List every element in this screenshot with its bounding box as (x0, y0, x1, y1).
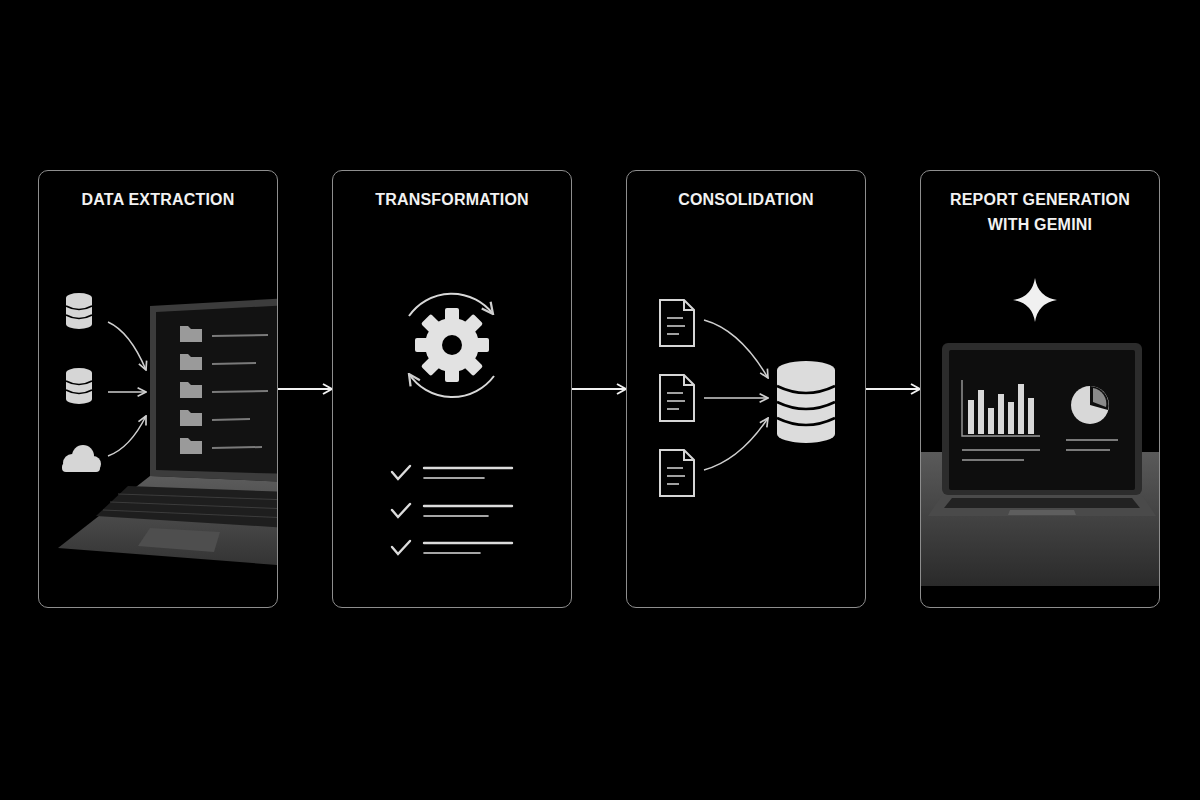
panel-heading: REPORT GENERATION WITH GEMINI (940, 187, 1140, 237)
laptop (928, 343, 1156, 516)
merge-arrows (704, 320, 768, 470)
stage-panel: REPORT GENERATION WITH GEMINI (920, 170, 1160, 608)
extraction-illustration (58, 293, 277, 566)
source-arrows (108, 322, 146, 456)
transformation-illustration (392, 294, 512, 554)
laptop (58, 298, 277, 566)
flow-arrow (866, 388, 920, 390)
panel-heading-group: DATA EXTRACTION (39, 171, 277, 212)
document-icons (660, 300, 694, 496)
panel-heading-group: CONSOLIDATION (627, 171, 865, 212)
consolidation-illustration (660, 300, 835, 496)
cloud-icon (62, 445, 101, 472)
flow-arrow (278, 388, 332, 390)
panel-heading-group: TRANSFORMATION (333, 171, 571, 212)
sparkle-icon (1013, 278, 1057, 322)
stage-panel: DATA EXTRACTION (38, 170, 278, 608)
panel-heading: CONSOLIDATION (646, 187, 846, 212)
gear-icon (415, 308, 489, 382)
flow-arrow (572, 388, 626, 390)
panel-heading: DATA EXTRACTION (58, 187, 258, 212)
cycle-arrows (409, 294, 494, 397)
panel-heading-group: REPORT GENERATION WITH GEMINI (921, 171, 1159, 237)
database-icon (66, 293, 92, 329)
checklist (392, 466, 512, 554)
stage-panel: TRANSFORMATION (332, 170, 572, 608)
panel-heading: TRANSFORMATION (352, 187, 552, 212)
database-icon (66, 368, 92, 404)
stage-panel: CONSOLIDATION (626, 170, 866, 608)
database-stack (777, 361, 835, 443)
report-illustration (921, 278, 1159, 586)
